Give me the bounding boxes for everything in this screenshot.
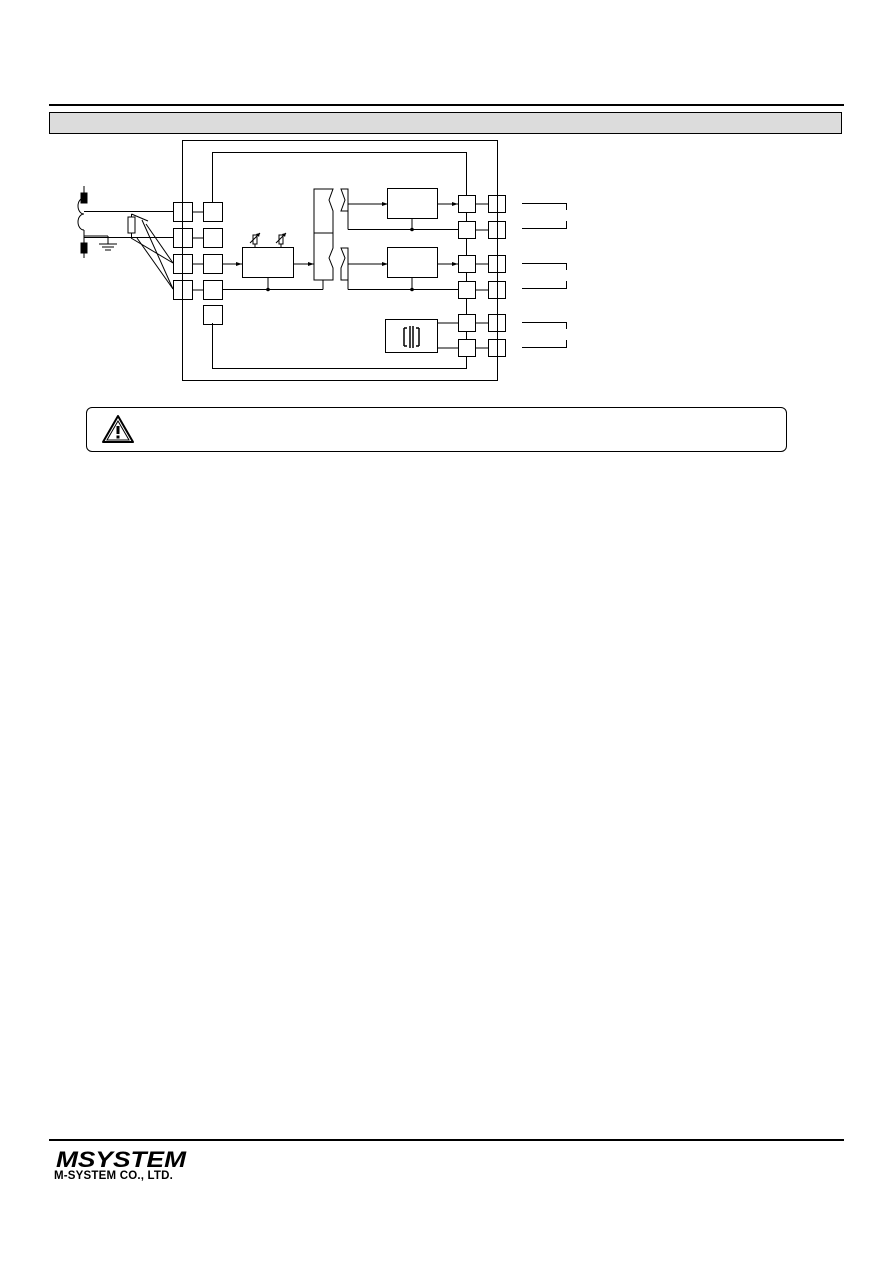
internal-terminal (203, 202, 223, 222)
output-terminal (458, 255, 476, 273)
housing-outline (182, 140, 498, 381)
msystem-logo-mark: MSYSTEM (56, 1148, 187, 1170)
power-terminal (458, 339, 476, 357)
output-2-wiring (522, 263, 567, 289)
power-wiring (522, 322, 567, 348)
logo-text: MSYSTEM (56, 1148, 187, 1170)
output-1-wiring (522, 203, 567, 229)
section-header-bar (49, 112, 842, 134)
transformer-icon (403, 326, 420, 348)
warning-triangle-icon (102, 415, 134, 443)
output-2-amplifier-block (387, 247, 438, 278)
warning-box (86, 407, 787, 452)
output-1-amplifier-block (387, 188, 438, 219)
input-amplifier-block (242, 247, 294, 278)
block-diagram (77, 140, 567, 381)
internal-terminal (203, 280, 223, 300)
power-supply-block (385, 319, 438, 353)
sensor-coil-icon (77, 186, 88, 258)
inner-loop (212, 152, 467, 369)
ground-icon (84, 235, 117, 251)
isolation-break-icon (313, 188, 349, 290)
variable-resistor-icon (249, 232, 261, 248)
variable-resistor-icon (275, 232, 287, 248)
output-terminal (458, 195, 476, 213)
internal-terminal (203, 228, 223, 248)
internal-terminal (203, 254, 223, 274)
company-name: M-SYSTEM CO., LTD. (54, 1170, 174, 1182)
output-terminal (458, 221, 476, 239)
bottom-rule (49, 1139, 844, 1141)
internal-terminal (203, 305, 223, 325)
power-terminal (458, 314, 476, 332)
output-terminal (458, 281, 476, 299)
top-rule (49, 104, 844, 106)
